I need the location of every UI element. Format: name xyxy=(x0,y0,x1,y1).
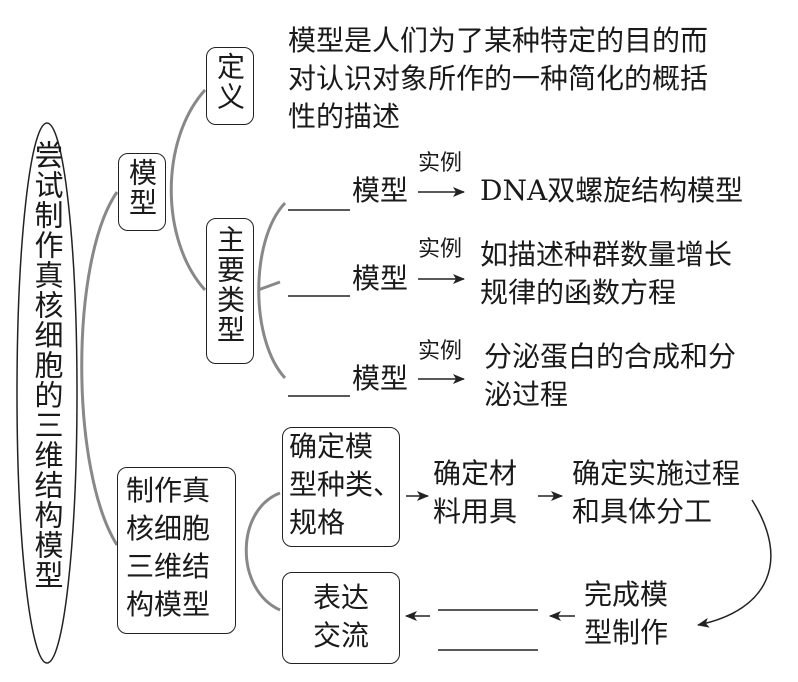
brace-root xyxy=(80,191,119,546)
type-3-example: 分泌蛋白的合成和分 泌过程 xyxy=(484,340,737,411)
type-1-example: DNA双螺旋结构模型 xyxy=(480,174,744,207)
node-definition: 定义 xyxy=(206,47,254,125)
brace-make xyxy=(244,491,281,612)
brace-types xyxy=(257,201,287,380)
definition-text: 模型是人们为了某种特定的目的而 对认识对象所作的一种简化的概括 性的描述 xyxy=(288,24,709,133)
type-3-suffix: 模型 xyxy=(352,362,409,395)
type-1-suffix: 模型 xyxy=(352,174,409,207)
type-1-example-label: 实例 xyxy=(418,151,463,176)
type-3-example-label: 实例 xyxy=(418,339,463,364)
type-2-suffix: 模型 xyxy=(352,262,409,295)
step-2: 确定材 料用具 xyxy=(433,457,518,528)
brace-model xyxy=(169,88,207,292)
root-title: 尝试制作真核细胞的三维结构模型 xyxy=(30,140,64,590)
node-make-model: 制作真 核细胞 三维结 构模型 xyxy=(117,467,236,634)
node-main-types: 主要类型 xyxy=(206,218,254,364)
step-4: 完成模 型制作 xyxy=(584,578,669,649)
step-1-box: 确定模 型种类、 规格 xyxy=(282,427,401,547)
step-3: 确定实施过程 和具体分工 xyxy=(572,457,741,528)
root-ellipse xyxy=(16,122,78,664)
arrow-step3-step4 xyxy=(697,499,772,628)
step-6-box: 表达 交流 xyxy=(282,572,400,664)
type-2-example: 如描述种群数量增长 规律的函数方程 xyxy=(480,238,733,309)
type-2-example-label: 实例 xyxy=(418,237,463,262)
node-model: 模型 xyxy=(118,153,166,231)
